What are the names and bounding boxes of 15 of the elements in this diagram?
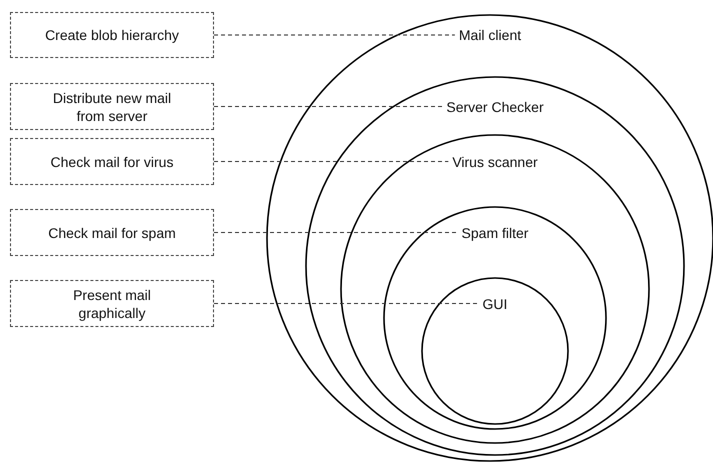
layer-label: Spam filter bbox=[462, 225, 528, 241]
responsibility-box: Check mail for spam bbox=[10, 209, 214, 256]
responsibility-box: Check mail for virus bbox=[10, 138, 214, 185]
leader-line bbox=[214, 232, 458, 233]
leader-line bbox=[214, 106, 443, 107]
responsibility-box: Distribute new mail from server bbox=[10, 83, 214, 130]
layer-label: Mail client bbox=[458, 27, 522, 43]
responsibility-box: Create blob hierarchy bbox=[10, 12, 214, 58]
layer-label: Server Checker bbox=[446, 99, 544, 115]
leader-line bbox=[214, 161, 449, 162]
layer-label: GUI bbox=[482, 296, 508, 312]
leader-line bbox=[214, 303, 480, 304]
layer-label: Virus scanner bbox=[452, 154, 538, 170]
leader-line bbox=[214, 34, 456, 36]
responsibility-box: Present mail graphically bbox=[10, 280, 214, 327]
